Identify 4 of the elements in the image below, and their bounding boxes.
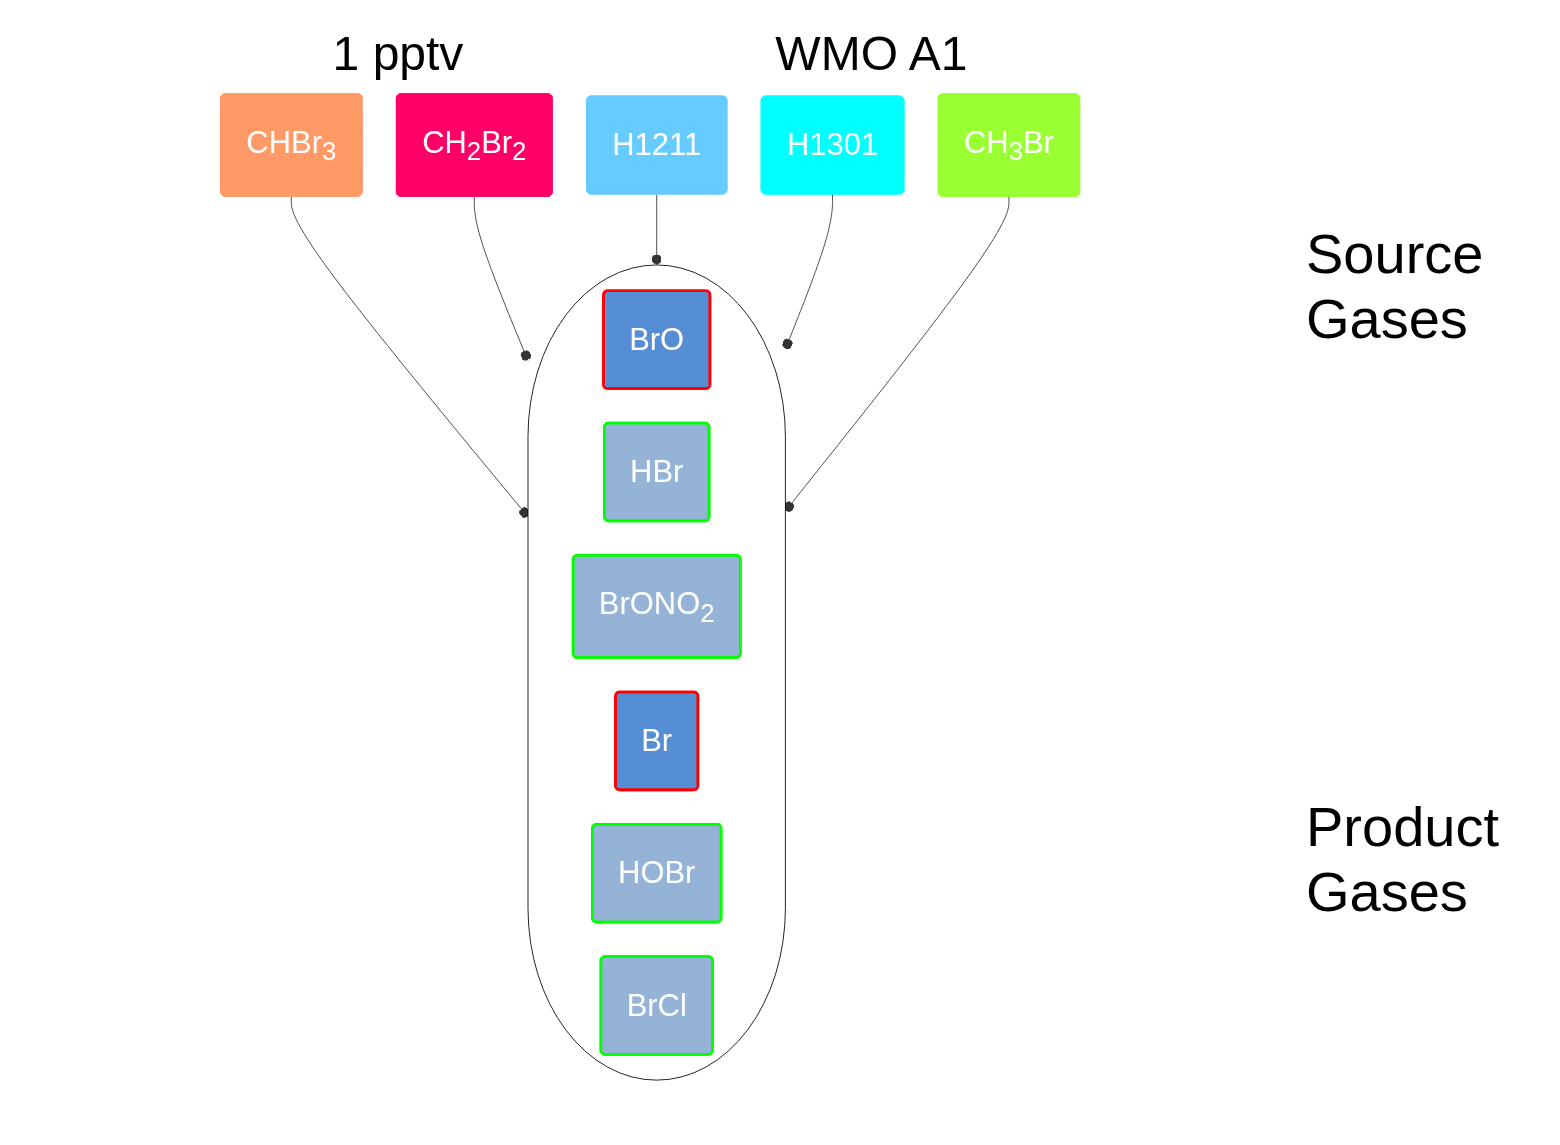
- group-label: WMO A1: [774, 26, 969, 82]
- row-label: Source Gases: [1305, 221, 1485, 353]
- group-label: 1 pptv: [331, 26, 465, 82]
- row-label: Product Gases: [1305, 793, 1500, 925]
